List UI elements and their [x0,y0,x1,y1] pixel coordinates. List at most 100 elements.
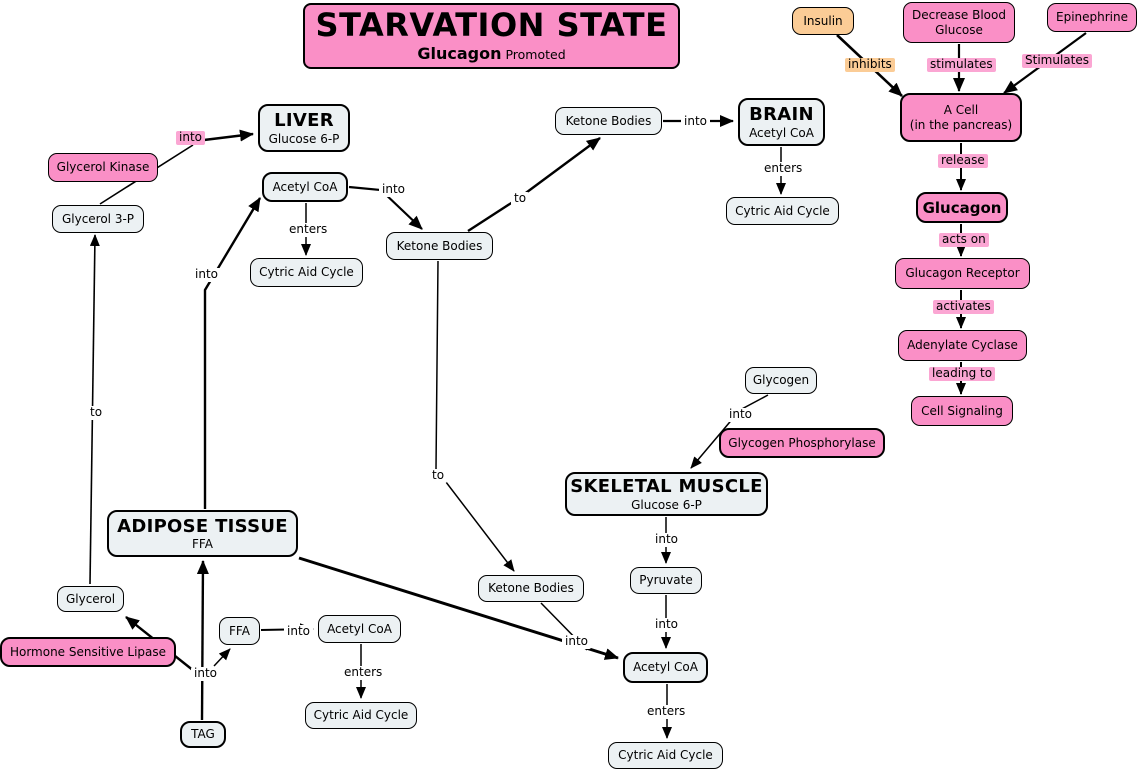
link-label-into-acetyl-sm[interactable]: into [652,617,681,632]
node-label: Glycogen [752,373,810,388]
link-label-into-acetyl-liver[interactable]: into [192,267,221,282]
link-label-release[interactable]: release [938,153,988,168]
node-acetyl-coa-liver[interactable]: Acetyl CoA [262,172,348,202]
link-label-to-ketone-bottom[interactable]: to [429,468,448,483]
link-label-enters-ffa[interactable]: enters [341,665,386,680]
node-label: TAG [191,727,215,742]
node-label: Ketone Bodies [396,238,483,253]
node-label: Adenylate Cyclase [907,338,1018,353]
node-label: Decrease Blood [912,8,1006,23]
node-label: ADIPOSE TISSUE [117,515,288,537]
title-subtitle-rest: Promoted [505,46,566,62]
node-glycerol-kinase[interactable]: Glycerol Kinase [48,153,158,182]
node-sublabel: Acetyl CoA [749,125,814,140]
node-label: Acetyl CoA [633,660,698,675]
link-label-to-glycerol-3p[interactable]: to [87,405,106,420]
node-citric-cycle-liver[interactable]: Cytric Aid Cycle [250,258,363,287]
link-label-into-brain[interactable]: into [681,114,710,129]
node-label: Acetyl CoA [327,621,392,636]
node-label: Pyruvate [639,573,693,588]
node-citric-cycle-sm[interactable]: Cytric Aid Cycle [608,742,723,769]
node-label: Glycerol [65,591,116,606]
node-label: Glucagon [922,198,1002,217]
node-label: Glycerol Kinase [56,160,150,175]
node-label: BRAIN [749,104,814,125]
node-pyruvate[interactable]: Pyruvate [630,567,702,594]
node-label: Glucagon Receptor [905,266,1020,281]
node-label: LIVER [274,110,334,131]
title-subtitle: Glucagon Promoted [417,44,565,63]
node-glucagon[interactable]: Glucagon [916,192,1008,223]
node-label: Acetyl CoA [272,179,338,194]
link-label-stimulates-epinephrine[interactable]: Stimulates [1022,53,1092,68]
node-label: Ketone Bodies [565,113,652,128]
node-label: SKELETAL MUSCLE [570,476,763,497]
node-label: Hormone Sensitive Lipase [9,644,167,659]
node-a-cell[interactable]: A Cell(in the pancreas) [900,93,1022,142]
title-text: STARVATION STATE [315,6,668,45]
link-label-into-skeletal[interactable]: into [726,407,755,422]
link-label-stimulates-dbg[interactable]: stimulates [927,57,996,72]
edge-tag-adipose [196,560,209,721]
link-label-into-pyruvate[interactable]: into [652,532,681,547]
link-label-enters-liver[interactable]: enters [286,222,331,237]
edge-ketone-liver-ketone-bottom [435,260,515,572]
node-tag[interactable]: TAG [180,721,226,748]
node-ffa[interactable]: FFA [219,617,260,645]
node-ketone-bodies-top[interactable]: Ketone Bodies [555,107,662,135]
node-sublabel: Glucose 6-P [631,497,702,512]
node-ketone-bodies-liver[interactable]: Ketone Bodies [386,232,493,260]
link-label-to-ketone-top[interactable]: to [511,191,530,206]
link-label-into-adipose[interactable]: into [191,666,220,681]
node-label: A Cell [943,103,979,118]
edge-into-liver-arrow [203,129,254,142]
node-cell-signaling[interactable]: Cell Signaling [911,396,1013,426]
node-citric-cycle-ffa[interactable]: Cytric Aid Cycle [305,702,417,729]
node-label: Cytric Aid Cycle [259,265,354,280]
node-adenylate-cyclase[interactable]: Adenylate Cyclase [898,330,1027,361]
node-glycogen[interactable]: Glycogen [745,367,817,394]
link-label-activates[interactable]: activates [933,299,994,314]
node-sublabel: FFA [192,537,213,552]
edge-ketone-liver-ketone-top [467,137,601,233]
node-glycerol-3p[interactable]: Glycerol 3-P [52,205,144,233]
node-glucagon-receptor[interactable]: Glucagon Receptor [895,258,1030,289]
node-sublabel: (in the pancreas) [909,117,1013,132]
link-label-inhibits[interactable]: inhibits [845,57,895,72]
node-glycogen-phosphorylase[interactable]: Glycogen Phosphorylase [719,428,885,458]
node-label: Ketone Bodies [488,581,574,596]
node-glycerol[interactable]: Glycerol [57,586,124,612]
node-acetyl-coa-ffa[interactable]: Acetyl CoA [318,615,401,643]
link-label-enters-brain[interactable]: enters [761,161,806,176]
link-label-enters-sm[interactable]: enters [644,704,689,719]
link-label-into-ketone-liver[interactable]: into [379,182,408,197]
node-label: Glycerol 3-P [61,211,135,226]
node-sublabel: Glucose 6-P [268,131,340,146]
node-label: Epinephrine [1056,10,1128,25]
link-label-into-acetyl-ffa[interactable]: into [284,624,313,639]
node-label: Cytric Aid Cycle [313,708,409,723]
link-label-into-liver[interactable]: into [176,130,205,145]
node-label: Insulin [803,13,843,28]
node-label: Glycogen Phosphorylase [728,435,876,450]
link-label-leading-to[interactable]: leading to [929,366,996,381]
link-label-acts-on[interactable]: acts on [939,232,989,247]
node-epinephrine[interactable]: Epinephrine [1047,3,1137,32]
node-insulin[interactable]: Insulin [792,7,854,35]
node-label: Cell Signaling [921,403,1003,418]
title-subtitle-bold: Glucagon [417,43,502,63]
node-hormone-sensitive-lipase[interactable]: Hormone Sensitive Lipase [0,637,176,667]
node-citric-cycle-brain[interactable]: Cytric Aid Cycle [726,197,839,225]
link-label-into-acetyl-sm-join[interactable]: into [562,634,591,649]
node-ketone-bodies-bottom[interactable]: Ketone Bodies [478,575,584,602]
edge-into-ffa-arrow [213,648,231,667]
node-title[interactable]: STARVATION STATE Glucagon Promoted [303,3,680,69]
node-acetyl-coa-sm[interactable]: Acetyl CoA [623,652,708,683]
node-label: Cytric Aid Cycle [735,203,830,218]
